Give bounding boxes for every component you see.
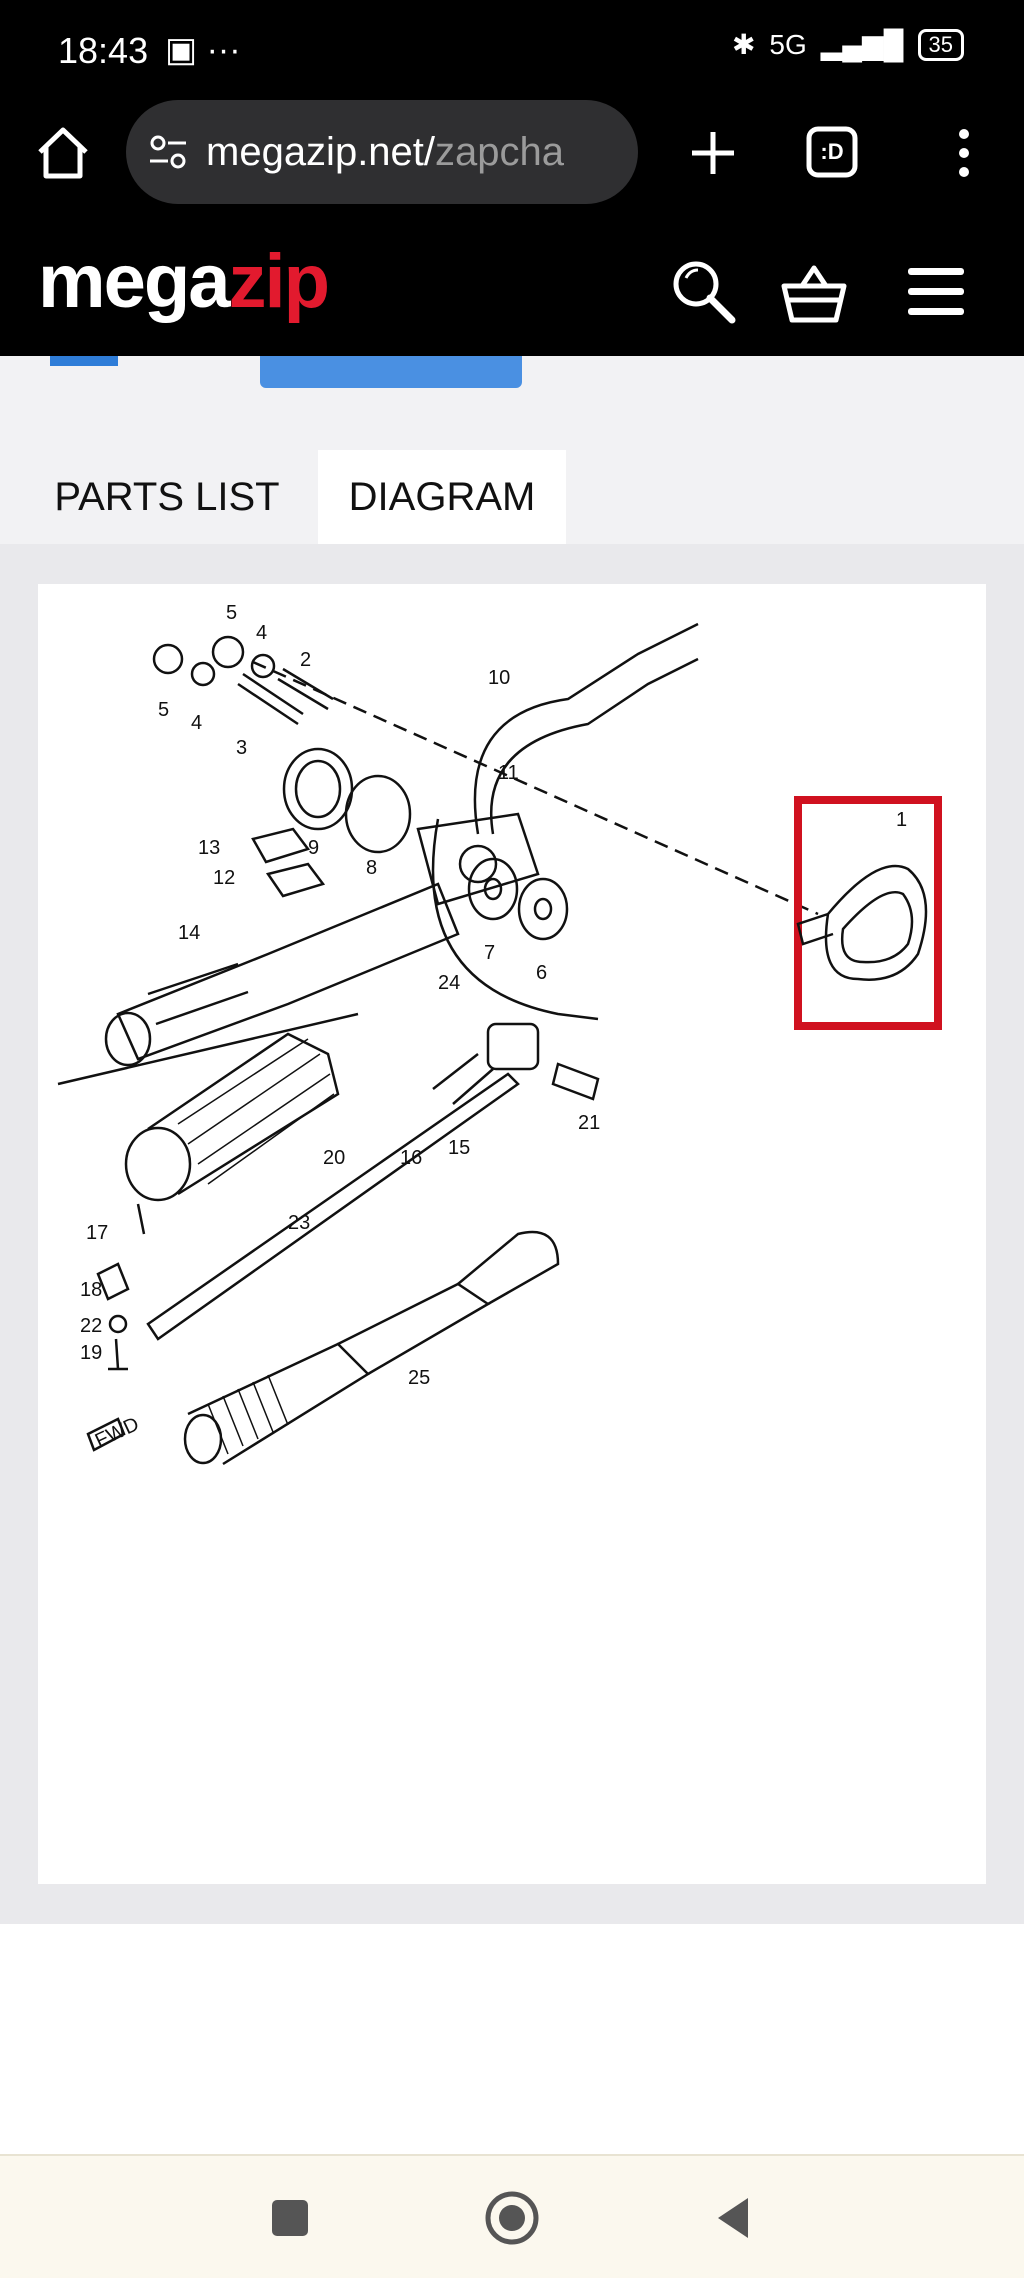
battery-icon: 35 (917, 28, 964, 61)
signal-icon: ▂▄▆█ (820, 29, 904, 60)
network-icon: 5G (769, 28, 807, 60)
hamburger-icon (908, 268, 964, 315)
system-nav-bar (0, 2154, 1024, 2278)
callout-25: 25 (408, 1367, 430, 1389)
tab-switcher-button[interactable]: :D (804, 124, 860, 180)
callout-22: 22 (80, 1315, 102, 1337)
parts-diagram[interactable]: 1 2 3 4 4 5 5 6 7 8 9 10 11 12 13 14 15 … (38, 584, 986, 1884)
exploded-parts-drawing: 1 2 3 4 4 5 5 6 7 8 9 10 11 12 13 14 15 … (57, 602, 942, 1466)
url-text: megazip.net/zapcha (206, 130, 564, 175)
plus-icon (692, 132, 734, 174)
callout-2: 2 (300, 649, 311, 671)
search-icon (673, 261, 736, 324)
callout-10: 10 (488, 667, 510, 689)
callout-11: 11 (498, 762, 519, 784)
callout-8: 8 (366, 857, 377, 879)
view-tabs: PARTS LIST DIAGRAM (0, 450, 1024, 544)
scrolled-element-icon (50, 356, 118, 366)
callout-5: 5 (226, 602, 237, 624)
tab-count: :D (820, 139, 844, 164)
callout-19: 19 (80, 1342, 102, 1364)
callout-15: 15 (448, 1137, 470, 1159)
back-button[interactable] (702, 2186, 766, 2250)
bluetooth-icon: ✱ (731, 29, 756, 60)
callout-6: 6 (536, 962, 547, 984)
callout-17: 17 (86, 1222, 108, 1244)
callout-4: 4 (256, 622, 267, 644)
diagram-panel: 1 2 3 4 4 5 5 6 7 8 9 10 11 12 13 14 15 … (0, 544, 1024, 1924)
page-footer-blank (0, 1924, 1024, 2154)
callout-14: 14 (178, 922, 200, 944)
callout-9: 9 (308, 837, 319, 859)
browser-menu-button[interactable] (944, 120, 984, 186)
home-button[interactable] (30, 120, 96, 186)
status-bar: 18:43 ▣ ··· ✱ 5G ▂▄▆█ 35 (0, 0, 1024, 100)
cart-button[interactable] (778, 258, 850, 330)
megazip-logo[interactable]: megazip (38, 239, 330, 324)
site-header: megazip (0, 210, 1024, 356)
callout-4b: 4 (191, 712, 202, 734)
tab-diagram[interactable]: DIAGRAM (318, 450, 566, 544)
callout-16: 16 (400, 1147, 422, 1169)
search-button[interactable] (668, 256, 740, 328)
callout-21: 21 (578, 1112, 600, 1134)
url-path: zapcha (435, 129, 565, 174)
address-bar[interactable]: megazip.net/zapcha (126, 100, 638, 204)
browser-toolbar: megazip.net/zapcha :D (0, 100, 1024, 210)
status-time: 18:43 (58, 30, 149, 71)
site-menu-button[interactable] (904, 260, 968, 324)
url-domain: megazip.net/ (206, 129, 436, 174)
callout-5b: 5 (158, 699, 169, 721)
kebab-menu-icon (959, 129, 969, 177)
callout-24: 24 (438, 972, 460, 994)
callout-12: 12 (213, 867, 235, 889)
callout-7: 7 (484, 942, 495, 964)
home-icon (38, 127, 88, 179)
back-triangle-icon (718, 2198, 748, 2238)
callout-3: 3 (236, 737, 247, 759)
home-nav-button[interactable] (480, 2186, 544, 2250)
callout-20: 20 (323, 1147, 345, 1169)
callout-18: 18 (80, 1279, 102, 1301)
basket-icon (781, 265, 847, 323)
callout-13: 13 (198, 837, 220, 859)
status-notification-icons: ▣ ··· (165, 31, 241, 69)
recents-button[interactable] (258, 2186, 322, 2250)
site-settings-icon[interactable] (148, 132, 188, 172)
callout-1: 1 (896, 809, 907, 831)
tab-switcher-icon (806, 126, 858, 178)
tab-parts-list[interactable]: PARTS LIST (54, 474, 280, 519)
new-tab-button[interactable] (680, 120, 746, 186)
scrolled-blue-button[interactable] (260, 356, 522, 388)
status-right-icons: ✱ 5G ▂▄▆█ 35 (732, 28, 964, 61)
circle-icon (485, 2191, 539, 2245)
callout-23: 23 (288, 1212, 310, 1234)
square-icon (272, 2200, 308, 2236)
